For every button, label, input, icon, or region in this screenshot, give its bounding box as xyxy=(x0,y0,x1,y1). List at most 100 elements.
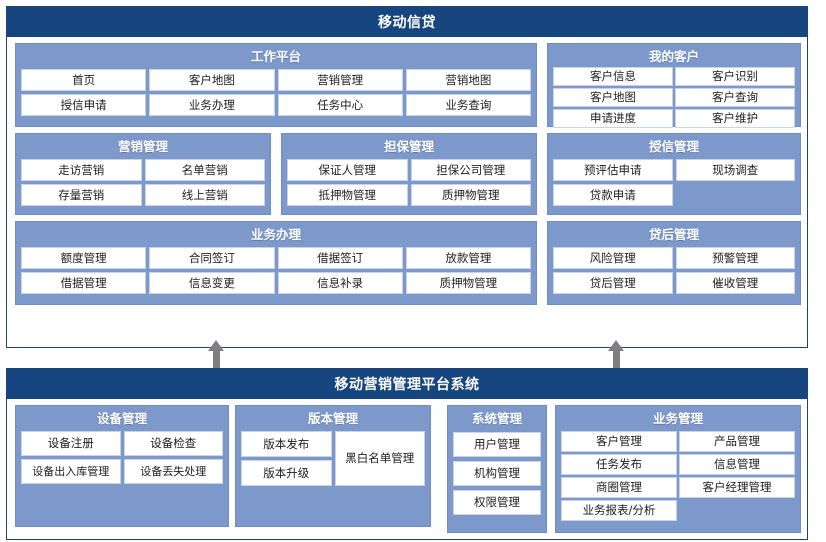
group-title-business-management: 业务管理 xyxy=(652,411,703,426)
menu-item[interactable]: 客户地图 xyxy=(149,69,275,91)
menu-item[interactable]: 客户查询 xyxy=(675,88,795,107)
group-title-device-management: 设备管理 xyxy=(96,411,147,426)
group-system-management[interactable]: 系统管理 用户管理 机构管理 权限管理 xyxy=(447,405,547,533)
menu-item[interactable]: 风险管理 xyxy=(553,247,673,269)
group-work-platform[interactable]: 工作平台 首页 客户地图 营销管理 营销地图 授信申请 业务办理 任务中心 业务… xyxy=(15,43,537,127)
group-grid-business-management: 客户管理 产品管理 任务发布 信息管理 商圈管理 客户经理管理 业务报表/分析 xyxy=(561,431,795,521)
menu-item[interactable]: 客户识别 xyxy=(675,67,795,86)
menu-item[interactable]: 营销地图 xyxy=(405,69,531,91)
group-my-customers[interactable]: 我的客户 客户信息 客户识别 客户地图 客户查询 申请进度 客户维护 xyxy=(547,43,801,128)
menu-item[interactable]: 用户管理 xyxy=(453,432,541,457)
menu-item[interactable]: 抵押物管理 xyxy=(287,184,408,206)
group-marketing-management[interactable]: 营销管理 走访营销 名单营销 存量营销 线上营销 xyxy=(15,133,271,215)
menu-item[interactable]: 质押物管理 xyxy=(405,272,531,294)
menu-item[interactable]: 版本发布 xyxy=(241,431,332,457)
menu-item[interactable]: 名单营销 xyxy=(144,159,265,181)
menu-item[interactable]: 客户经理管理 xyxy=(679,477,795,498)
group-credit-management[interactable]: 授信管理 预评估申请 现场调查 贷款申请 xyxy=(547,133,801,215)
arrow-shaft xyxy=(213,349,220,371)
menu-item[interactable]: 客户维护 xyxy=(675,109,795,128)
menu-item[interactable]: 营销管理 xyxy=(277,69,403,91)
group-grid-my-customers: 客户信息 客户识别 客户地图 客户查询 申请进度 客户维护 xyxy=(553,67,795,128)
menu-item[interactable]: 任务中心 xyxy=(277,94,403,116)
menu-item[interactable]: 线上营销 xyxy=(144,184,265,206)
menu-item[interactable]: 预评估申请 xyxy=(553,159,673,181)
group-title-guarantee-management: 担保管理 xyxy=(383,139,434,154)
menu-item[interactable]: 贷后管理 xyxy=(553,272,673,294)
group-business-management[interactable]: 业务管理 客户管理 产品管理 任务发布 信息管理 商圈管理 客户经理管理 业务报… xyxy=(555,405,801,533)
top-panel: 移动信贷 工作平台 首页 客户地图 营销管理 营销地图 授信申请 业务办理 任务… xyxy=(6,6,808,348)
menu-item[interactable]: 走访营销 xyxy=(21,159,142,181)
menu-item[interactable]: 申请进度 xyxy=(553,109,673,128)
menu-item[interactable]: 授信申请 xyxy=(21,94,147,116)
group-business-handling[interactable]: 业务办理 额度管理 合同签订 借据签订 放款管理 借据管理 信息变更 信息补录 … xyxy=(15,221,537,305)
group-title-marketing-management: 营销管理 xyxy=(117,139,168,154)
up-arrow-right xyxy=(608,340,625,371)
menu-item[interactable]: 预警管理 xyxy=(675,247,795,269)
menu-item[interactable]: 质押物管理 xyxy=(410,184,531,206)
group-title-credit-management: 授信管理 xyxy=(648,139,699,154)
menu-item[interactable]: 借据管理 xyxy=(21,272,147,294)
group-device-management[interactable]: 设备管理 设备注册 设备检查 设备出入库管理 设备丢失处理 xyxy=(15,405,229,527)
group-title-post-loan-management: 贷后管理 xyxy=(648,227,699,242)
group-post-loan-management[interactable]: 贷后管理 风险管理 预警管理 贷后管理 催收管理 xyxy=(547,221,801,305)
menu-item[interactable]: 任务发布 xyxy=(561,454,677,475)
menu-item[interactable]: 合同签订 xyxy=(149,247,275,269)
menu-item[interactable]: 黑白名单管理 xyxy=(334,431,425,486)
group-title-my-customers: 我的客户 xyxy=(648,49,699,64)
menu-item[interactable]: 首页 xyxy=(21,69,147,91)
top-panel-title: 移动信贷 xyxy=(7,7,807,37)
bottom-panel-body: 设备管理 设备注册 设备检查 设备出入库管理 设备丢失处理 版本管理 版本发布 … xyxy=(7,399,807,539)
menu-item[interactable]: 业务查询 xyxy=(405,94,531,116)
menu-item[interactable]: 存量营销 xyxy=(21,184,142,206)
menu-item[interactable]: 催收管理 xyxy=(675,272,795,294)
menu-item[interactable]: 设备检查 xyxy=(123,431,223,456)
menu-item[interactable]: 版本升级 xyxy=(241,460,332,486)
group-grid-device-management: 设备注册 设备检查 设备出入库管理 设备丢失处理 xyxy=(21,431,223,484)
menu-item[interactable]: 放款管理 xyxy=(405,247,531,269)
menu-item[interactable]: 客户管理 xyxy=(561,431,677,452)
menu-item[interactable]: 信息补录 xyxy=(277,272,403,294)
menu-item[interactable]: 业务报表/分析 xyxy=(561,500,677,521)
menu-item[interactable]: 信息变更 xyxy=(149,272,275,294)
group-grid-marketing-management: 走访营销 名单营销 存量营销 线上营销 xyxy=(21,159,265,206)
menu-item[interactable]: 产品管理 xyxy=(679,431,795,452)
menu-item[interactable]: 现场调查 xyxy=(675,159,795,181)
menu-item[interactable]: 信息管理 xyxy=(679,454,795,475)
menu-item[interactable]: 客户信息 xyxy=(553,67,673,86)
menu-item[interactable]: 客户地图 xyxy=(553,88,673,107)
menu-item-placeholder xyxy=(679,500,795,521)
arrow-head-icon xyxy=(608,340,624,351)
menu-item[interactable]: 担保公司管理 xyxy=(410,159,531,181)
group-grid-guarantee-management: 保证人管理 担保公司管理 抵押物管理 质押物管理 xyxy=(287,159,531,206)
group-title-system-management: 系统管理 xyxy=(471,411,522,426)
group-grid-post-loan-management: 风险管理 预警管理 贷后管理 催收管理 xyxy=(553,247,795,294)
group-title-business-handling: 业务办理 xyxy=(250,227,301,242)
menu-item-placeholder xyxy=(676,184,796,206)
top-panel-body: 工作平台 首页 客户地图 营销管理 营销地图 授信申请 业务办理 任务中心 业务… xyxy=(7,37,807,347)
menu-item[interactable]: 设备注册 xyxy=(21,431,121,456)
group-grid-system-management: 用户管理 机构管理 权限管理 xyxy=(453,432,541,515)
arrow-head-icon xyxy=(208,340,224,351)
menu-item[interactable]: 额度管理 xyxy=(21,247,147,269)
group-grid-credit-management: 预评估申请 现场调查 贷款申请 xyxy=(553,159,795,206)
menu-item[interactable]: 设备丢失处理 xyxy=(123,459,223,484)
menu-item[interactable]: 设备出入库管理 xyxy=(21,459,121,484)
up-arrow-left xyxy=(208,340,225,371)
group-grid-work-platform: 首页 客户地图 营销管理 营销地图 授信申请 业务办理 任务中心 业务查询 xyxy=(21,69,531,116)
menu-item[interactable]: 借据签订 xyxy=(277,247,403,269)
group-title-work-platform: 工作平台 xyxy=(250,49,301,64)
menu-item[interactable]: 保证人管理 xyxy=(287,159,408,181)
arrow-shaft xyxy=(613,349,620,371)
bottom-panel: 移动营销管理平台系统 设备管理 设备注册 设备检查 设备出入库管理 设备丢失处理… xyxy=(6,368,808,540)
menu-item[interactable]: 权限管理 xyxy=(453,490,541,515)
menu-item[interactable]: 机构管理 xyxy=(453,461,541,486)
group-version-management[interactable]: 版本管理 版本发布 黑白名单管理 版本升级 xyxy=(235,405,431,527)
menu-item[interactable]: 业务办理 xyxy=(149,94,275,116)
menu-item[interactable]: 贷款申请 xyxy=(553,184,673,206)
bottom-panel-title: 移动营销管理平台系统 xyxy=(7,369,807,399)
menu-item[interactable]: 商圈管理 xyxy=(561,477,677,498)
group-title-version-management: 版本管理 xyxy=(307,411,358,426)
group-guarantee-management[interactable]: 担保管理 保证人管理 担保公司管理 抵押物管理 质押物管理 xyxy=(281,133,537,215)
